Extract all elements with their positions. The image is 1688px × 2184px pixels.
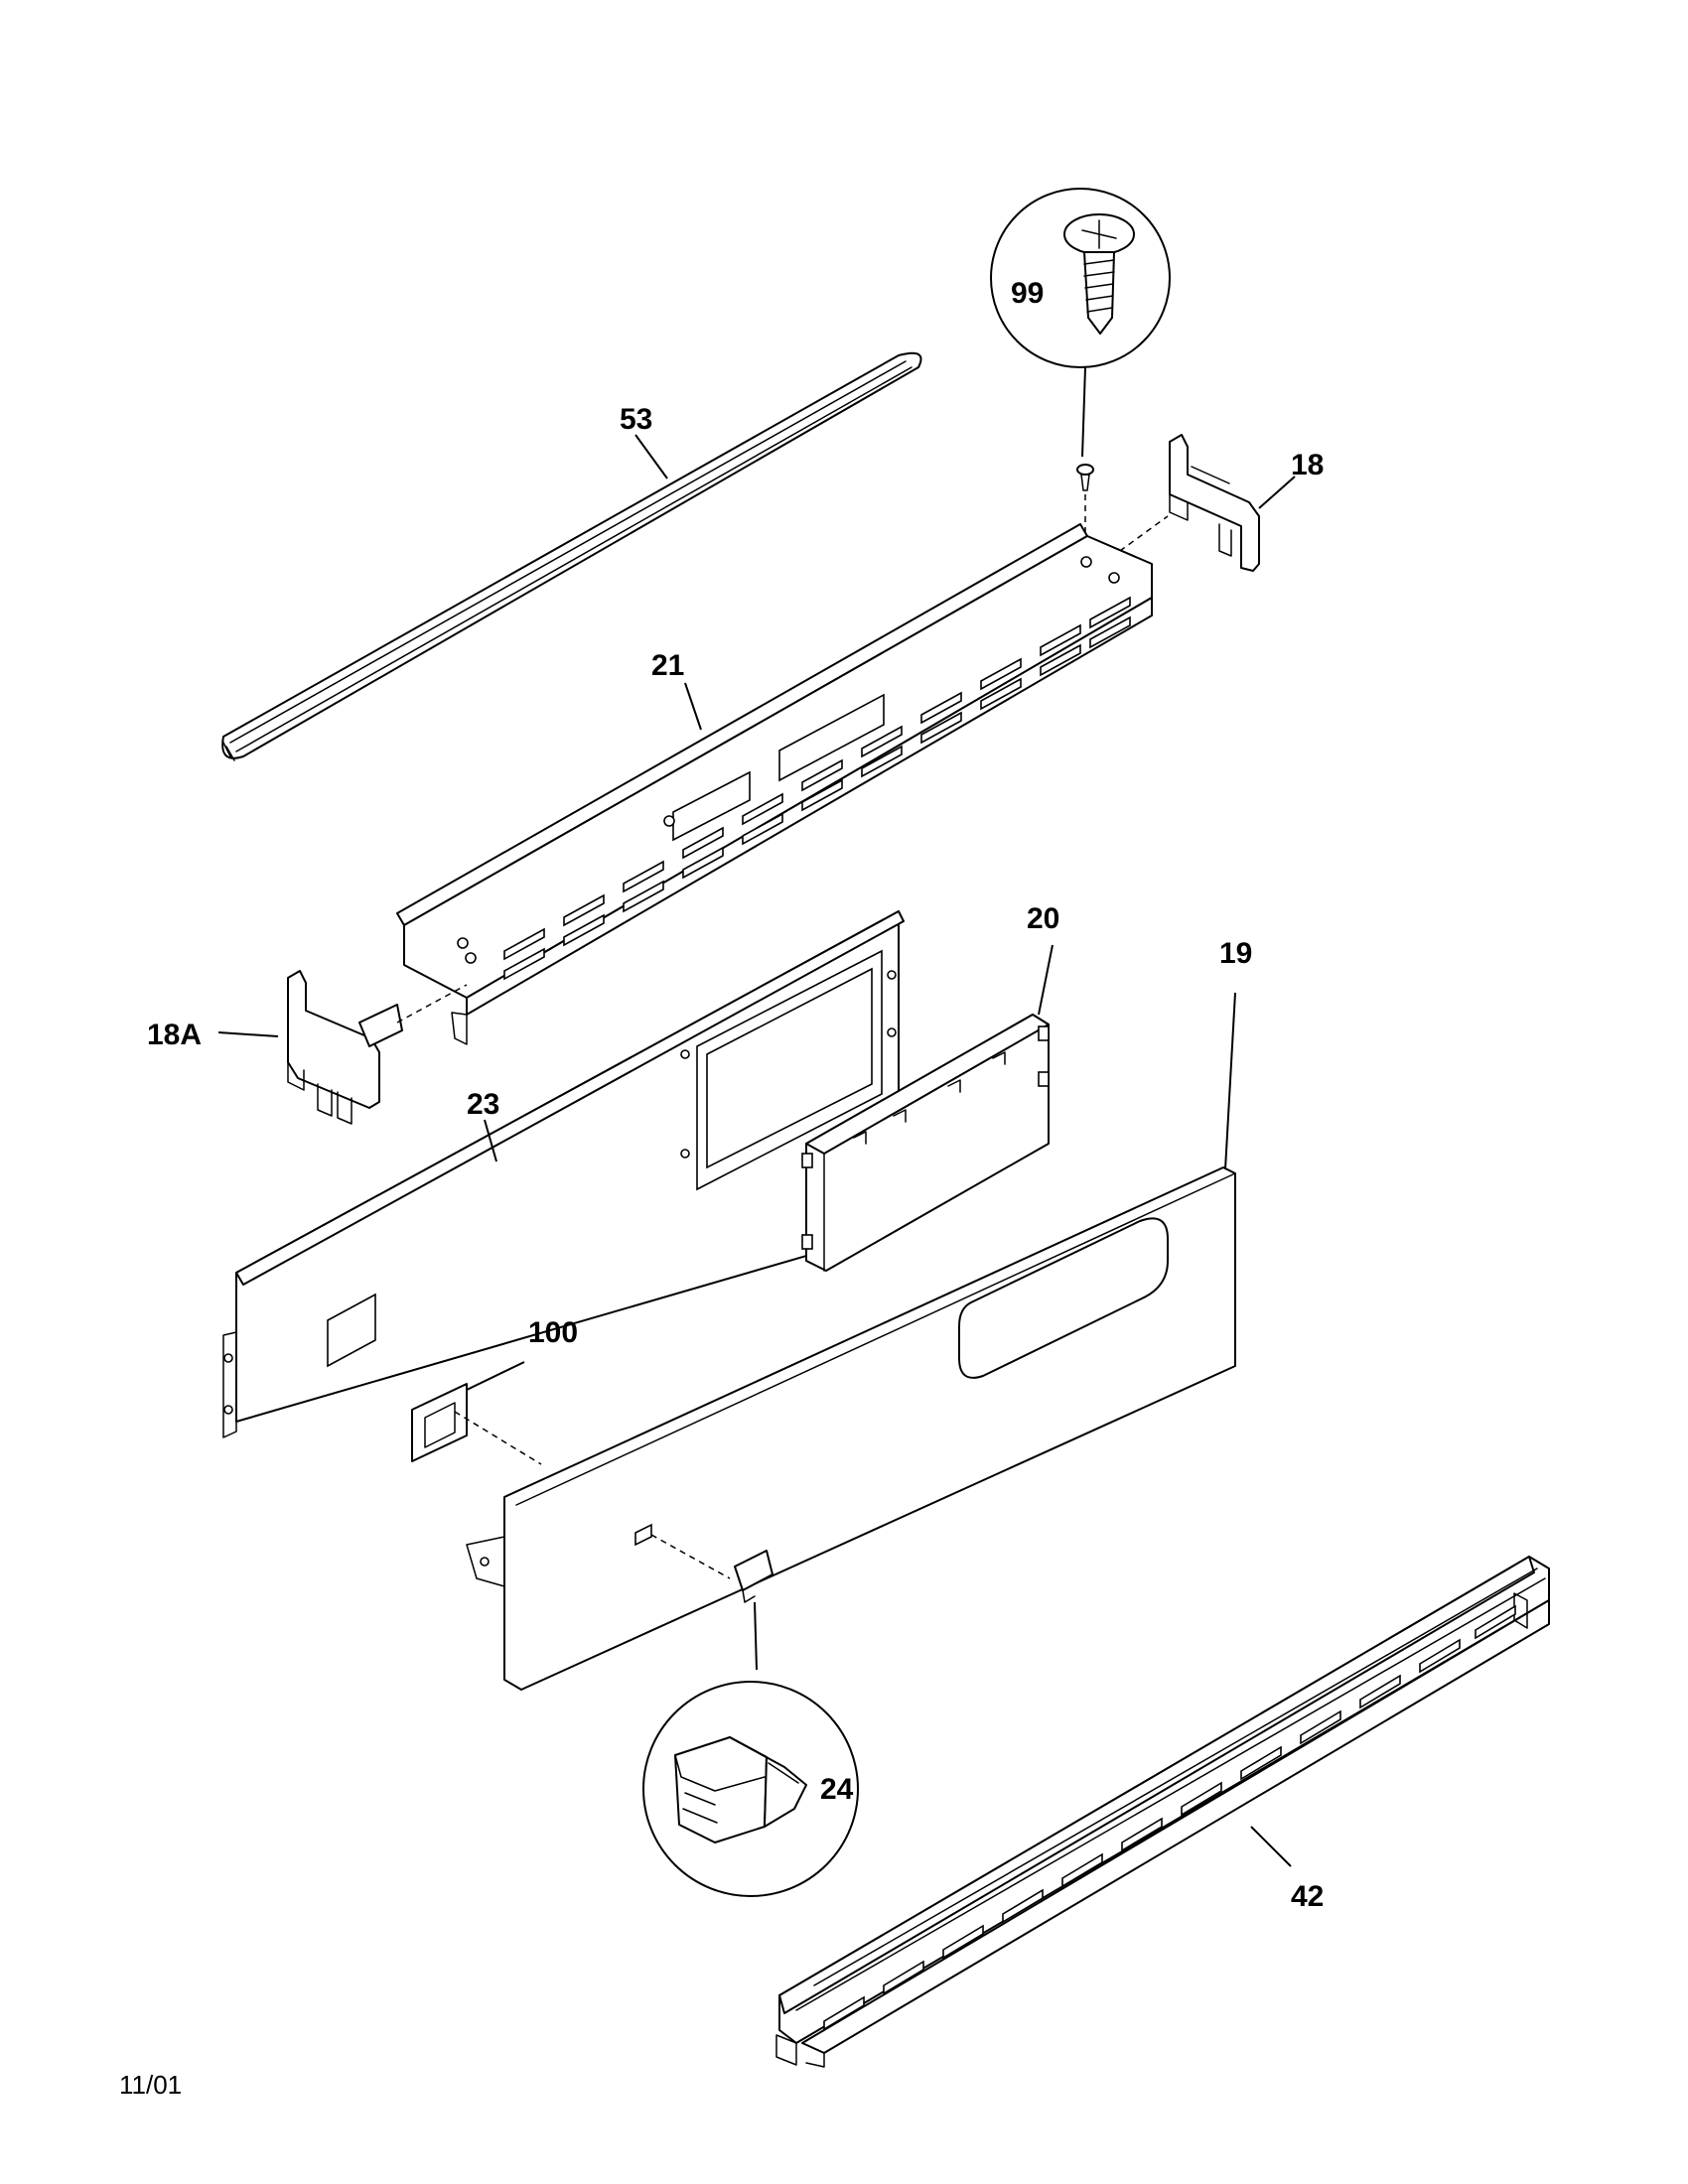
label-53: 53 [620,403,652,436]
label-18a: 18A [147,1019,202,1051]
part-100-bezel [411,1361,542,1465]
revision-date: 11/01 [119,2070,183,2100]
part-53-trim [221,351,922,761]
grille-slots [823,1604,1516,2031]
label-19: 19 [1219,937,1252,970]
part-20-control-board [801,944,1054,1272]
label-24: 24 [820,1773,854,1806]
label-23: 23 [467,1088,499,1121]
screw-detail-circle [990,188,1171,368]
switch-detail-circle [642,1681,859,1897]
part-24-rocker-switch [642,1550,859,1897]
label-18: 18 [1291,449,1324,481]
vent-slots [503,596,1131,981]
label-20: 20 [1027,902,1059,935]
part-labels: 99 53 18 21 20 19 18A 23 100 24 42 [147,277,1324,1913]
part-19-front-panel [466,992,1236,1691]
part-18a-left-bracket [217,970,468,1125]
label-100: 100 [528,1316,578,1349]
part-21-vented-panel [396,523,1153,1045]
label-21: 21 [651,649,684,682]
part-42-vent-grille [775,1556,1550,2068]
label-99: 99 [1011,277,1044,310]
part-23-control-panel [222,910,905,1438]
part-99-screw [990,188,1171,556]
part-18-right-bracket [1101,434,1296,572]
label-42: 42 [1291,1880,1324,1913]
